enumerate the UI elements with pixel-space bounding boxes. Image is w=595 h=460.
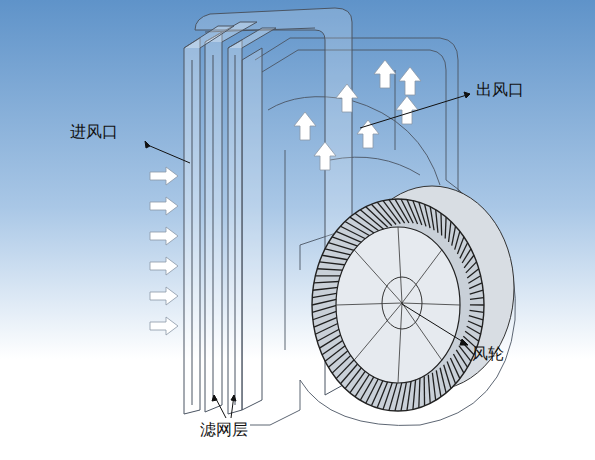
fan-blade <box>407 379 411 411</box>
outlet-label: 出风口 <box>476 80 524 99</box>
fan-blade <box>430 207 434 231</box>
fan-spoke <box>398 227 402 303</box>
fan-wheel <box>312 186 514 411</box>
fan-blade <box>407 200 418 224</box>
filter-panels <box>184 22 276 414</box>
fan-spoke <box>402 303 460 305</box>
fan-blade <box>419 378 420 408</box>
fan-spoke <box>354 250 402 303</box>
fan-blade <box>440 213 442 235</box>
fan-blade <box>452 226 456 245</box>
inlet-arrows <box>150 167 178 335</box>
fan-blade <box>469 316 483 320</box>
fan-blade <box>413 378 416 409</box>
fan-spoke <box>354 303 402 360</box>
fan-blade <box>425 204 431 228</box>
fan-blade <box>455 231 460 249</box>
leader-lines <box>145 92 470 418</box>
housing <box>250 38 515 425</box>
inlet-label: 进风口 <box>70 122 118 141</box>
fan-blade <box>436 210 438 233</box>
fan-label: 风轮 <box>472 344 504 363</box>
fan-blade <box>470 298 484 300</box>
fan-spoke <box>398 303 402 383</box>
fan-blade <box>468 276 480 283</box>
fan-spoke <box>402 250 442 303</box>
fan-blade <box>445 217 447 238</box>
fan-blade <box>470 310 484 312</box>
fan-blade <box>432 373 435 401</box>
fan-spoke <box>402 303 442 360</box>
fan-blade <box>467 326 481 334</box>
fan-blade <box>469 283 482 289</box>
fan-blade <box>440 368 446 393</box>
fan-blade <box>468 321 482 327</box>
fan-blade <box>470 304 484 305</box>
fan-blade <box>428 375 430 404</box>
fan-blade <box>413 201 422 225</box>
fan-spoke <box>336 303 402 305</box>
fan-blade <box>470 290 483 294</box>
fan-blade <box>453 354 463 373</box>
fan-blade <box>436 370 441 396</box>
fan-blade <box>449 221 451 242</box>
fan-blade <box>459 346 471 362</box>
fan-blade <box>467 269 479 278</box>
filter-label: 滤网层 <box>200 420 248 439</box>
fan-blade <box>456 350 467 367</box>
fan-blade <box>424 376 426 406</box>
